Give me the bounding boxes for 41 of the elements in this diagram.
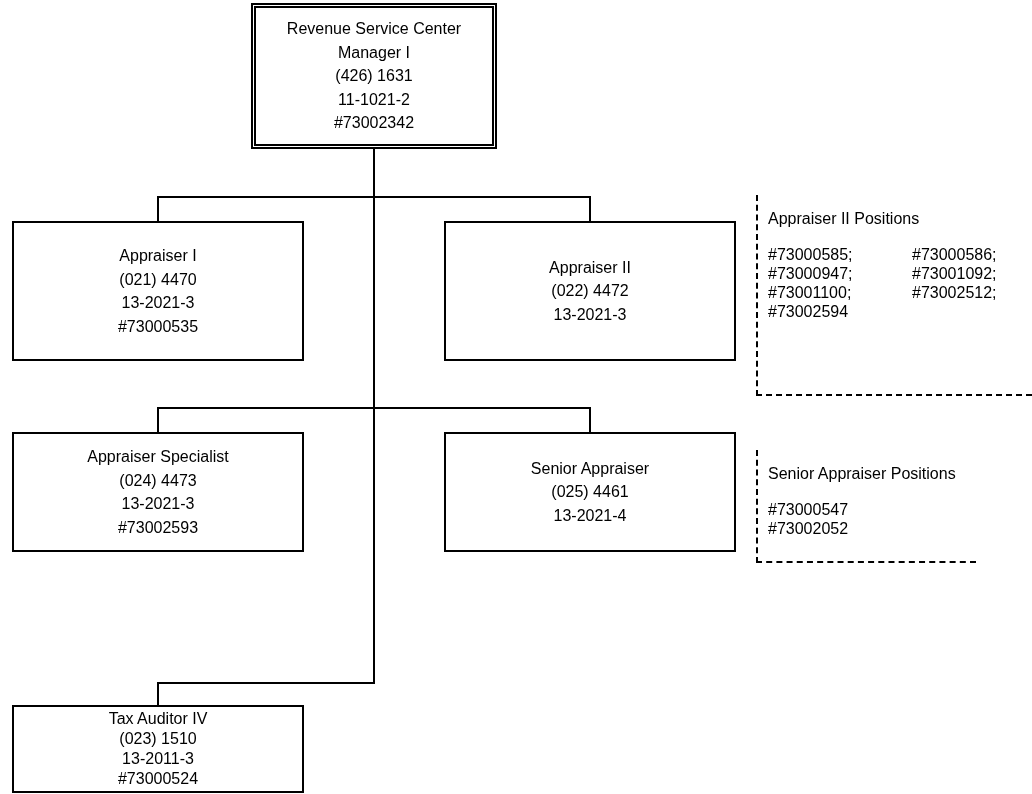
- positions-note: [756, 195, 1032, 396]
- note-heading: Senior Appraiser Positions: [768, 464, 957, 483]
- position-box: [12, 432, 304, 552]
- position-box: [444, 221, 736, 361]
- position-detail: 13-2021-4: [553, 505, 627, 526]
- position-detail: 13-2011-3: [122, 749, 194, 769]
- position-detail: #73000535: [117, 316, 199, 337]
- position-detail: #73002593: [117, 517, 199, 538]
- position-detail: 13-2021-3: [121, 494, 195, 514]
- position-detail: #73000524: [117, 769, 199, 789]
- position-number: #73000947;: [768, 264, 854, 283]
- position-detail: (022) 4472: [551, 281, 629, 302]
- position-box: [444, 432, 736, 552]
- positions-note: [756, 450, 976, 563]
- position-detail: (021) 4470: [119, 269, 197, 290]
- position-number: #73001100;: [768, 283, 853, 302]
- position-detail: (025) 4461: [551, 482, 629, 503]
- manager-box: [251, 3, 497, 149]
- position-detail: (024) 4473: [119, 470, 197, 491]
- position-detail: #73002342: [333, 113, 415, 134]
- position-detail: 13-2021-3: [121, 293, 195, 313]
- position-title: Tax Auditor IV: [108, 709, 208, 729]
- position-box: [12, 221, 304, 361]
- position-title: Revenue Service Center Manager I: [285, 19, 463, 63]
- note-heading: Appraiser II Positions: [768, 209, 921, 228]
- position-box: [12, 705, 304, 793]
- position-number: #73002052: [768, 519, 850, 538]
- position-detail: 11-1021-2: [338, 89, 410, 110]
- position-number: #73001092;: [912, 264, 998, 283]
- position-detail: (023) 1510: [119, 729, 197, 749]
- position-title: Appraiser Specialist: [87, 447, 229, 467]
- position-detail: 13-2021-3: [553, 304, 627, 325]
- position-number: #73002512;: [912, 283, 998, 302]
- position-title: Appraiser I: [119, 246, 197, 266]
- position-number: #73000547: [768, 500, 850, 519]
- position-number: #73000586;: [912, 245, 998, 264]
- position-number: #73002594: [768, 302, 850, 321]
- position-title: Senior Appraiser: [530, 458, 650, 479]
- position-detail: (426) 1631: [335, 66, 413, 87]
- position-number: #73000585;: [768, 245, 854, 264]
- position-title: Appraiser II: [549, 257, 631, 278]
